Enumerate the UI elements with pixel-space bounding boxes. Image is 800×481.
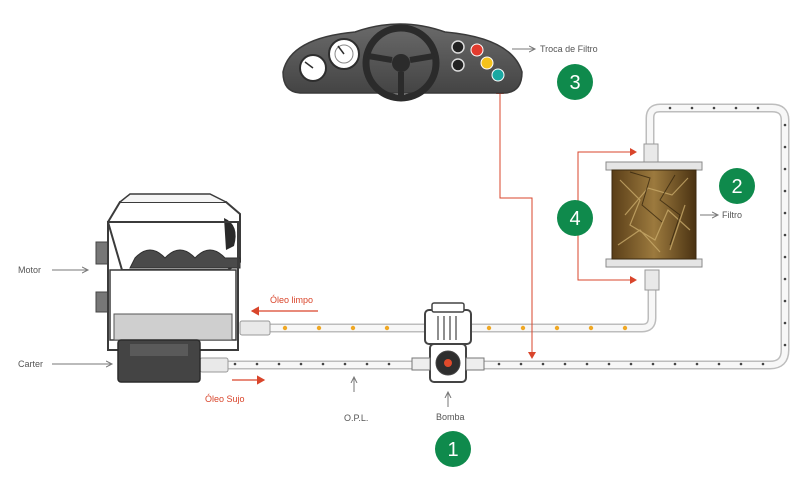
dirty-particle — [299, 362, 303, 366]
dirty-particle — [541, 362, 545, 366]
oil-droplet — [350, 325, 356, 331]
dirty-particle — [783, 211, 787, 215]
dirty-particle — [343, 362, 347, 366]
dirty-particle — [783, 145, 787, 149]
filter-bottom-fitting — [644, 269, 660, 291]
bomba-label: Bomba — [436, 412, 465, 422]
dirty-particle — [651, 362, 655, 366]
oil-droplet — [384, 325, 390, 331]
dirty-particle — [668, 106, 672, 110]
badge-dashboard: 3 — [557, 64, 593, 100]
pipe-network — [199, 103, 790, 373]
pump-icon — [411, 302, 485, 383]
badge-filter: 2 — [719, 168, 755, 204]
dirty-particle — [783, 189, 787, 193]
dirty-particle — [783, 255, 787, 259]
warning-light-red-icon — [470, 43, 484, 57]
dirty-particle — [739, 362, 743, 366]
filter-top-fitting — [643, 143, 659, 165]
troca-filtro-label: Troca de Filtro — [540, 44, 598, 54]
svg-text:1: 1 — [447, 439, 458, 461]
dirty-particle — [717, 362, 721, 366]
dirty-particle — [761, 362, 765, 366]
knob-bottom-icon — [451, 58, 465, 72]
dirty-particle — [756, 106, 760, 110]
carter-dirty-fitting — [199, 357, 229, 373]
oil-droplet — [520, 325, 526, 331]
clean-line-oil-droplets — [282, 325, 628, 331]
dirty-particle — [783, 321, 787, 325]
dirty-particle — [497, 362, 501, 366]
dirty-particle — [695, 362, 699, 366]
oil-droplet — [316, 325, 322, 331]
dirty-particle — [321, 362, 325, 366]
oil-droplet — [554, 325, 560, 331]
dirty-particle — [783, 343, 787, 347]
dirty-particle — [629, 362, 633, 366]
dirty-particle — [712, 106, 716, 110]
oleo-limpo-label: Óleo limpo — [270, 295, 313, 305]
oleo-sujo-label: Óleo Sujo — [205, 394, 245, 404]
dirty-particle — [607, 362, 611, 366]
oil-filter-icon — [605, 161, 703, 268]
dirty-particle — [563, 362, 567, 366]
svg-text:3: 3 — [569, 72, 580, 94]
steering-wheel-icon — [362, 24, 440, 102]
dirty-particle — [365, 362, 369, 366]
engine-clean-fitting — [239, 320, 271, 336]
engine-icon — [95, 193, 241, 383]
dirty-particle — [783, 233, 787, 237]
dirty-particle — [585, 362, 589, 366]
dashboard-icon — [282, 23, 523, 102]
dirty-particle — [783, 299, 787, 303]
carter-label: Carter — [18, 359, 43, 369]
svg-text:4: 4 — [569, 208, 580, 230]
warning-light-yellow-icon — [480, 56, 494, 70]
oil-droplet — [622, 325, 628, 331]
dirty-particle — [783, 123, 787, 127]
dirty-particle — [690, 106, 694, 110]
badge-lines: 4 — [557, 200, 593, 236]
dirty-line-particles — [233, 106, 787, 366]
motor-label: Motor — [18, 265, 41, 275]
warning-light-teal-icon — [491, 68, 505, 82]
svg-text:2: 2 — [731, 176, 742, 198]
oil-droplet — [282, 325, 288, 331]
opl-label: O.P.L. — [344, 413, 368, 423]
dirty-particle — [255, 362, 259, 366]
oil-droplet — [588, 325, 594, 331]
dirty-particle — [783, 277, 787, 281]
dirty-particle — [783, 167, 787, 171]
filter-flow-arrows — [577, 148, 637, 284]
dirty-particle — [673, 362, 677, 366]
dirty-particle — [233, 362, 237, 366]
oil-droplet — [486, 325, 492, 331]
filtro-label: Filtro — [722, 210, 742, 220]
dirty-particle — [387, 362, 391, 366]
badge-pump: 1 — [435, 431, 471, 467]
dirty-particle — [519, 362, 523, 366]
sensor-line — [496, 87, 536, 359]
dirty-particle — [277, 362, 281, 366]
dirty-particle — [734, 106, 738, 110]
knob-top-icon — [451, 40, 465, 54]
